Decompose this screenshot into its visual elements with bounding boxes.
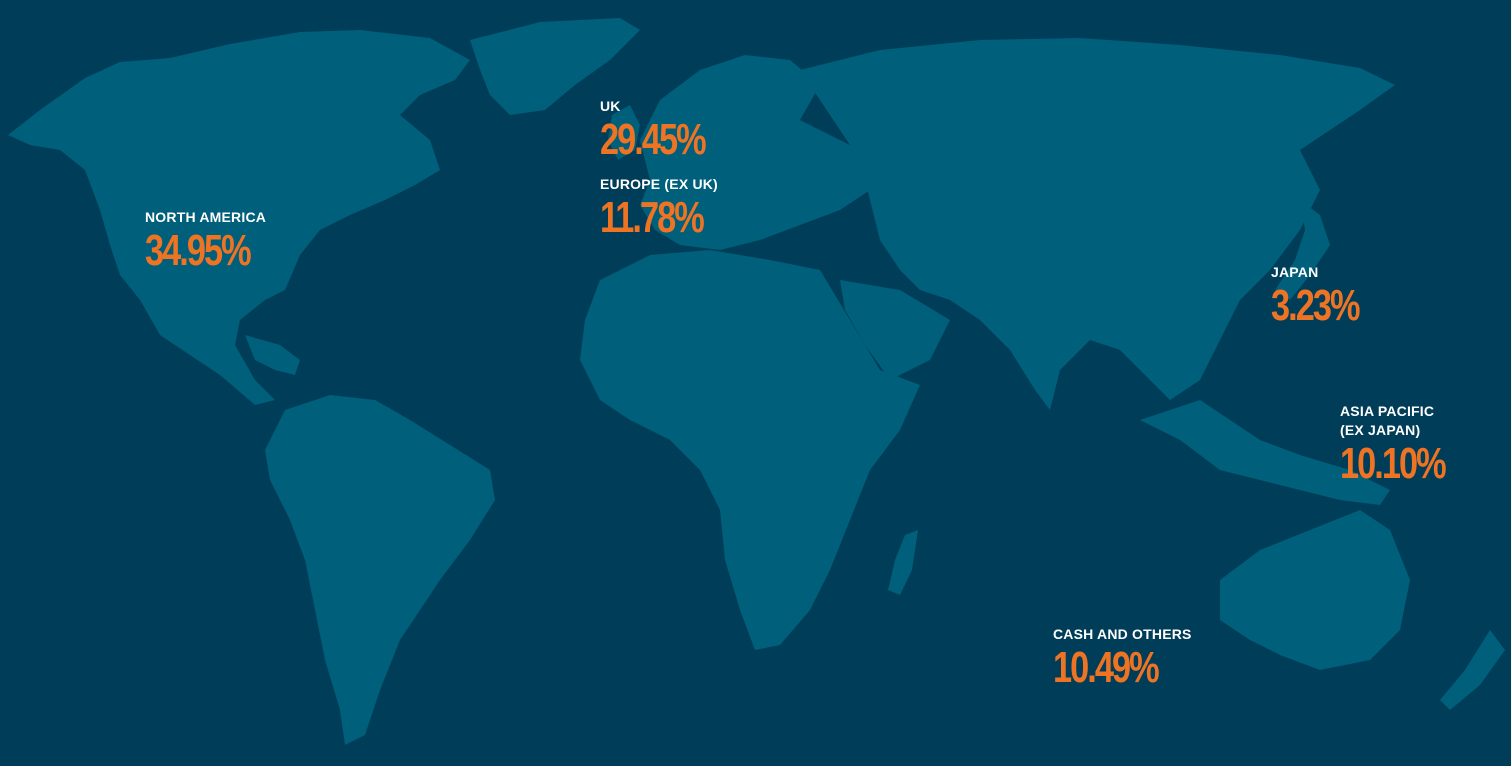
region-name: NORTH AMERICA (145, 209, 267, 225)
australia-landmass (1220, 510, 1410, 670)
central-america-landmass (245, 335, 300, 375)
arabia-landmass (840, 280, 950, 380)
asia-landmass (800, 38, 1395, 410)
africa-landmass (580, 250, 920, 650)
region-name: UK (600, 98, 621, 114)
region-percentage: 10.49% (1053, 643, 1160, 692)
europe-landmass (640, 55, 880, 250)
uk-landmass (608, 105, 640, 160)
madagascar-landmass (888, 530, 918, 595)
region-cash-and-others: CASH AND OTHERS 10.49% (1053, 625, 1192, 691)
region-percentage: 3.23% (1271, 281, 1361, 330)
southeast-asia-islands (1140, 400, 1390, 505)
region-europe-ex-uk: EUROPE (EX UK) 11.78% (600, 175, 732, 241)
south-america-landmass (265, 395, 495, 745)
region-asia-pacific-ex-japan: ASIA PACIFIC (EX JAPAN) 10.10% (1340, 402, 1474, 487)
region-percentage: 29.45% (600, 115, 707, 164)
region-name: CASH AND OTHERS (1053, 626, 1192, 642)
region-north-america: NORTH AMERICA 34.95% (145, 208, 279, 274)
japan-landmass (1275, 200, 1330, 300)
region-uk: UK 29.45% (600, 97, 734, 163)
region-name: JAPAN (1271, 264, 1319, 280)
region-percentage: 34.95% (145, 226, 252, 275)
new-zealand-landmass (1440, 630, 1505, 710)
region-name: EUROPE (EX UK) (600, 176, 718, 192)
north-america-landmass (8, 30, 470, 405)
greenland-landmass (470, 18, 640, 115)
region-japan: JAPAN 3.23% (1271, 263, 1383, 329)
region-percentage: 11.78% (600, 193, 705, 242)
region-name: ASIA PACIFIC (EX JAPAN) (1340, 403, 1435, 438)
region-percentage: 10.10% (1340, 439, 1447, 488)
